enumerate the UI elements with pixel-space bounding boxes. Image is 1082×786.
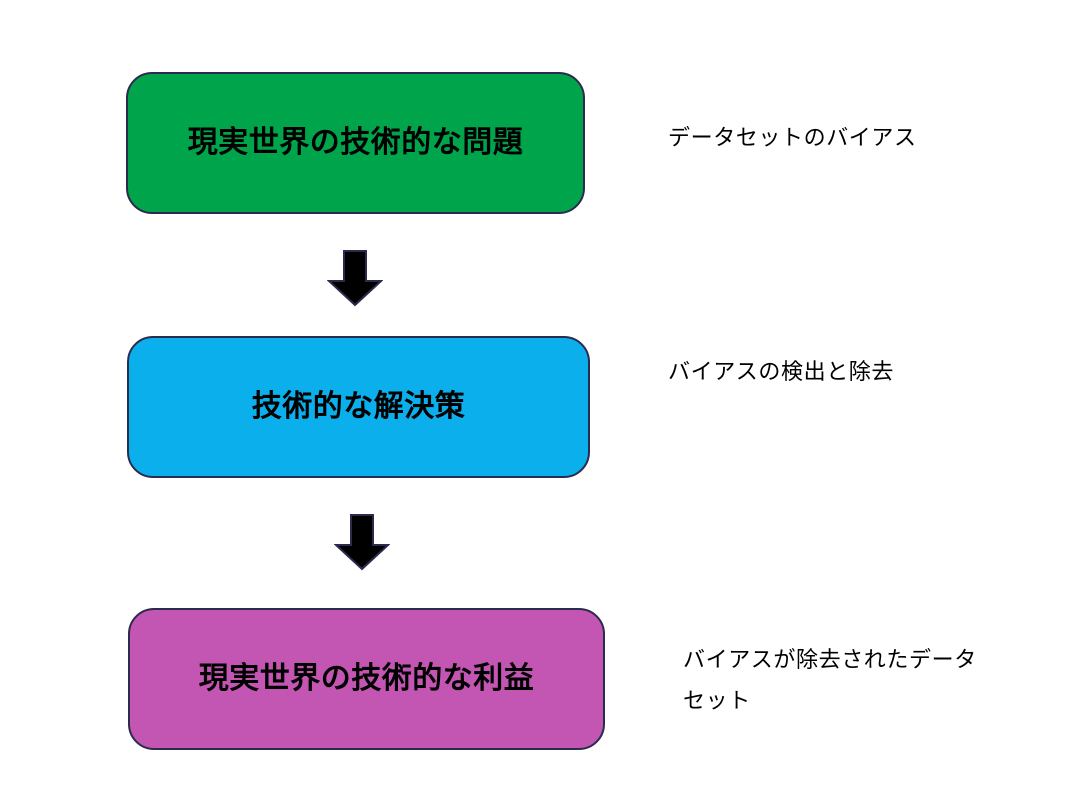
arrow-down-glyph (334, 514, 390, 571)
flow-box-benefit[interactable]: 現実世界の技術的な利益 (128, 608, 605, 750)
annotation-problem: データセットのバイアス (668, 125, 917, 150)
flow-box-benefit-label: 現実世界の技術的な利益 (198, 662, 535, 696)
annotation-benefit: バイアスが除去されたデータ セット (683, 647, 977, 713)
arrow-down-glyph (327, 250, 383, 307)
arrow-down-icon (327, 249, 383, 307)
flow-box-problem[interactable]: 現実世界の技術的な問題 (126, 72, 585, 214)
flow-box-problem-label: 現実世界の技術的な問題 (187, 126, 524, 160)
annotation-solution: バイアスの検出と除去 (668, 359, 895, 384)
arrow-down-icon (334, 513, 390, 571)
flow-box-solution-label: 技術的な解決策 (251, 390, 466, 424)
flow-box-solution[interactable]: 技術的な解決策 (127, 336, 590, 478)
